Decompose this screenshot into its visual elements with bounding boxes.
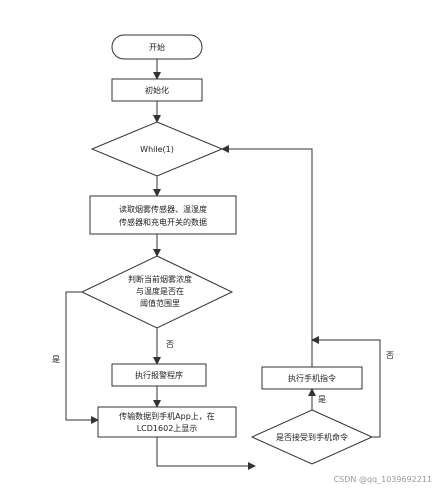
transmit-label-2: LCD1602上显示 <box>137 424 198 433</box>
alarm-label: 执行报警程序 <box>135 370 183 380</box>
edge-judge-yes-transmit <box>65 291 99 424</box>
read-sensors-label-2: 传感器和充电开关的数据 <box>119 217 207 227</box>
read-sensors-label-1: 读取烟雾传感器、温湿度 <box>119 204 207 214</box>
alarm-node <box>111 363 207 387</box>
receive-check-label: 是否接受到手机命令 <box>276 432 348 442</box>
edge-phone-while <box>221 145 313 367</box>
edge-label-no-judge: 否 <box>166 340 174 349</box>
transmit-label-1: 传输数据到手机App上，在 <box>119 411 215 421</box>
phone-command-label: 执行手机指令 <box>288 373 336 383</box>
edge-label-yes-left: 是 <box>52 355 60 364</box>
while-label: While(1) <box>140 145 174 154</box>
start-label: 开始 <box>149 42 165 52</box>
watermark: CSDN @qq_1039692211 <box>333 475 432 484</box>
transmit-node <box>97 406 237 438</box>
read-sensors-node <box>89 195 237 235</box>
receive-check-node <box>250 409 374 465</box>
judge-label-1: 判断当前烟雾浓度 <box>128 274 192 284</box>
judge-label-3: 阈值范围里 <box>140 298 180 308</box>
init-label: 初始化 <box>145 85 169 95</box>
edge-transmit-receive <box>156 437 256 470</box>
edge-label-yes-receive: 是 <box>318 395 326 404</box>
edge-label-no-right: 否 <box>386 351 394 360</box>
edge-receive-no-loop <box>311 336 381 438</box>
judge-label-2: 与温度是否在 <box>136 286 184 296</box>
